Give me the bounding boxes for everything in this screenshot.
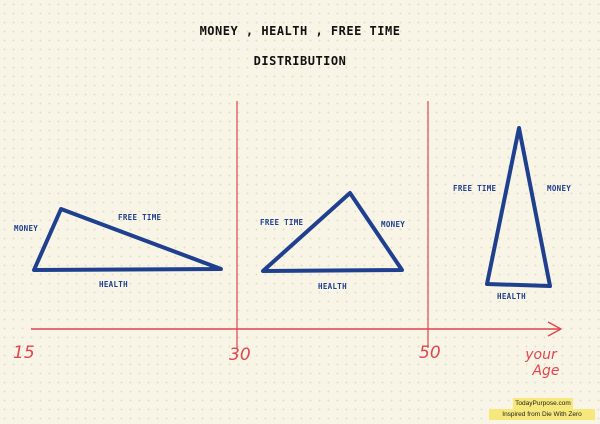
- age-axis-label-line2: Age: [532, 363, 560, 379]
- age-tick-15: 15: [13, 343, 35, 363]
- age-axis-label: your Age: [516, 347, 566, 379]
- stage-2-money-label: MONEY: [381, 220, 406, 229]
- diagram-title: MONEY , HEALTH , FREE TIME: [199, 24, 401, 38]
- triangle-stage-3: [485, 126, 552, 288]
- footer-site: TodayPurpose.com: [513, 398, 573, 409]
- age-axis-label-line1: your: [525, 347, 557, 363]
- age-tick-30: 30: [229, 345, 251, 365]
- stage-3-health-label: HEALTH: [497, 292, 526, 301]
- footer-credit: Inspired from Die With Zero: [489, 409, 595, 420]
- age-axis-arrowhead: [547, 321, 562, 337]
- stage-3-free-time-label: FREE TIME: [453, 184, 497, 193]
- stage-1-money-label: MONEY: [14, 224, 39, 233]
- stage-2-free-time-label: FREE TIME: [260, 218, 304, 227]
- stage-1-free-time-label: FREE TIME: [118, 213, 162, 222]
- stage-3-money-label: MONEY: [547, 184, 572, 193]
- age-tick-50: 50: [419, 343, 441, 363]
- triangle-stage-1: [32, 207, 223, 272]
- stage-2-health-label: HEALTH: [318, 282, 347, 291]
- stage-1-health-label: HEALTH: [99, 280, 128, 289]
- triangle-stage-2: [261, 191, 404, 273]
- diagram-subtitle: DISTRIBUTION: [253, 54, 347, 68]
